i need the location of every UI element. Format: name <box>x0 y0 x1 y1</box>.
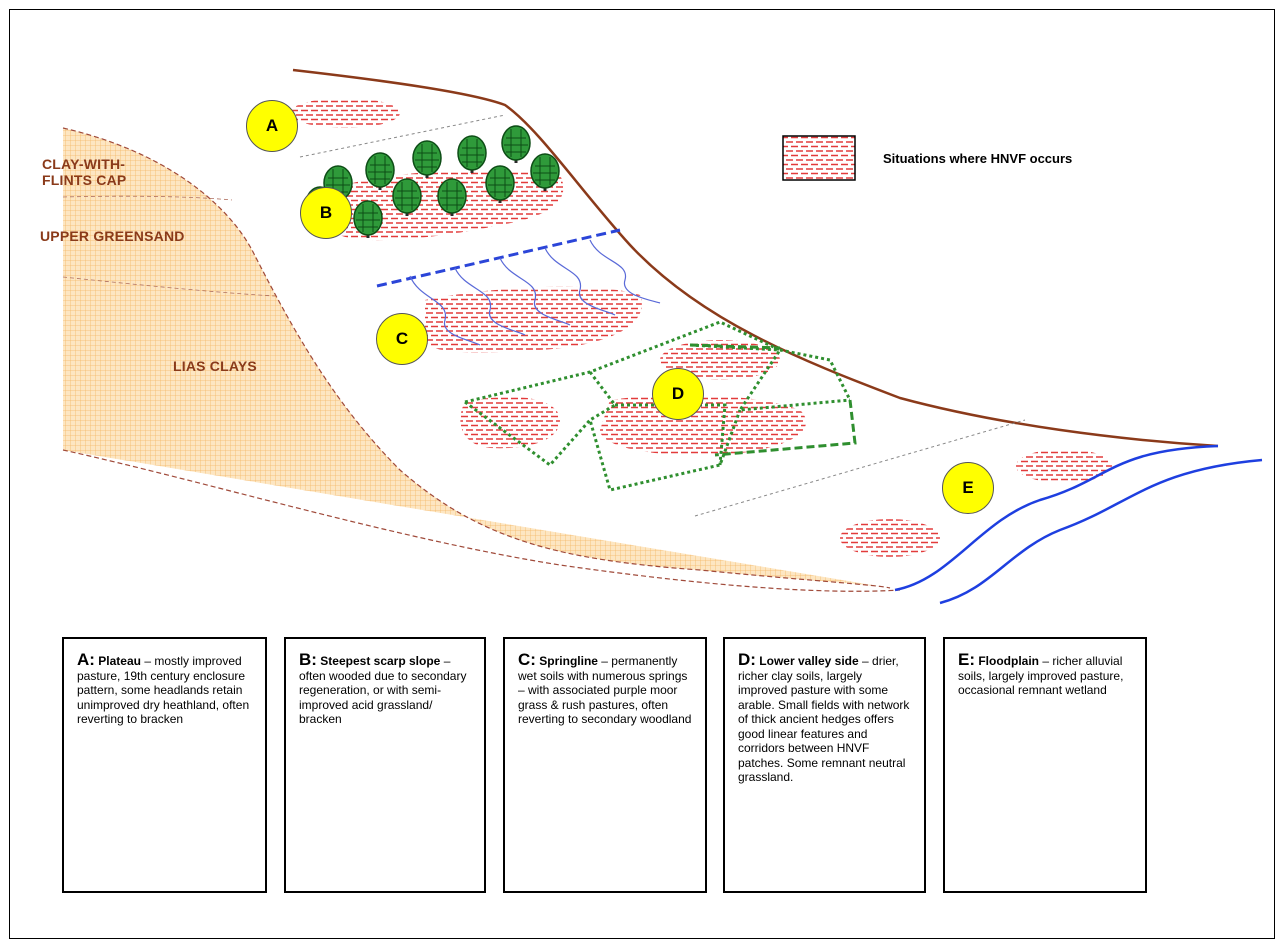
hnvf-area-a <box>290 98 400 128</box>
tree-icon <box>412 140 442 178</box>
hnvf-area-d1 <box>460 396 560 449</box>
river-bank-1 <box>894 444 1219 592</box>
zone-box-b: B: Steepest scarp slope – often wooded d… <box>284 637 486 893</box>
plateau-edge-line <box>299 114 506 158</box>
marker-d: D <box>652 368 704 420</box>
geology-boundary-1 <box>62 195 233 201</box>
marker-e: E <box>942 462 994 514</box>
hnvf-area-c <box>425 286 642 353</box>
label-upper-greensand: UPPER GREENSAND <box>40 228 185 244</box>
tree-icon <box>353 200 383 238</box>
zone-box-d: D: Lower valley side – drier, richer cla… <box>723 637 926 893</box>
marker-b: B <box>300 187 352 239</box>
tree-icon <box>392 178 422 216</box>
springs <box>409 239 661 346</box>
tree-icon <box>437 178 467 216</box>
label-clay-with-flints: CLAY-WITH- FLINTS CAP <box>42 156 127 188</box>
zone-box-e: E: Floodplain – richer alluvial soils, l… <box>943 637 1147 893</box>
hnvf-area-e1 <box>1016 449 1112 483</box>
hedge-solid <box>689 343 857 457</box>
tree-icon <box>530 153 560 191</box>
tree-icon <box>457 135 487 173</box>
hedge-network <box>464 320 852 492</box>
hnvf-area-e2 <box>840 519 940 557</box>
label-lias-clays: LIAS CLAYS <box>173 358 257 374</box>
legend-text: Situations where HNVF occurs <box>883 151 1073 166</box>
hnvf-area-d2 <box>600 394 807 456</box>
marker-a: A <box>246 100 298 152</box>
geology-boundary-2 <box>62 276 276 297</box>
tree-icon <box>501 125 531 163</box>
skyline-line <box>292 68 1219 448</box>
tree-icon <box>485 165 515 203</box>
zone-box-c: C: Springline – permanently wet soils wi… <box>503 637 707 893</box>
lower-slope-line <box>62 449 901 592</box>
tree-icon <box>365 152 395 190</box>
marker-c: C <box>376 313 428 365</box>
geology-fill <box>63 128 890 588</box>
hnvf-hatch-icon <box>782 135 856 181</box>
river-bank-2 <box>939 458 1263 605</box>
zone-box-a: A: Plateau – mostly improved pasture, 19… <box>62 637 267 893</box>
springline-line <box>376 228 621 288</box>
geology-cap-line <box>62 127 891 589</box>
